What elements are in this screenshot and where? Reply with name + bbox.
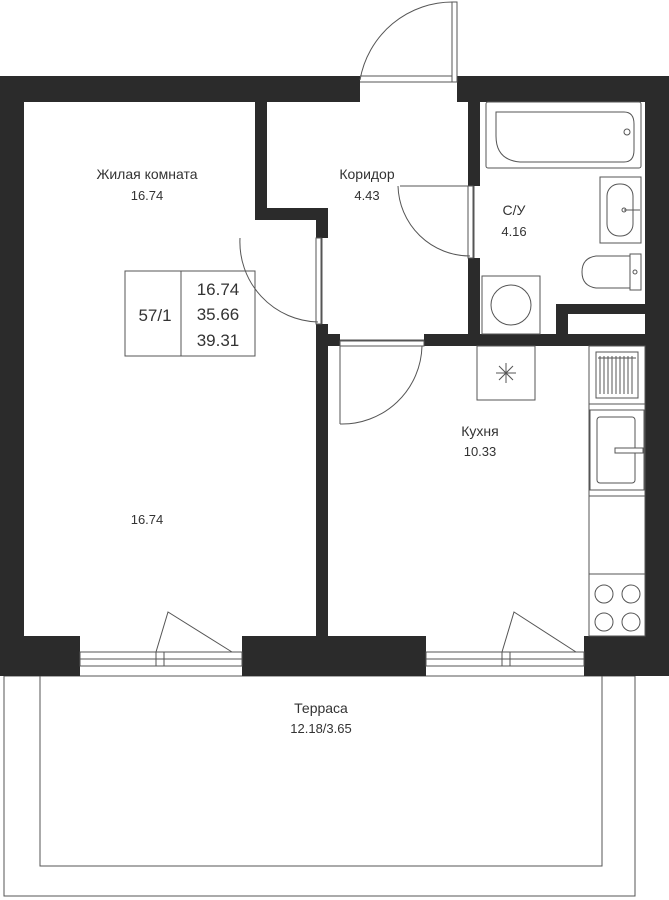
bathroom-area: 4.16 (501, 224, 526, 239)
bath-niche-side (556, 304, 568, 346)
total-with-terrace-value: 39.31 (197, 331, 240, 350)
cooktop-burner (621, 612, 641, 632)
partition-corridor-kitchen-right (424, 334, 669, 346)
partition-bath-upper (468, 102, 480, 186)
terrace-name: Терраса (294, 700, 348, 716)
ventilation-shaft (476, 345, 536, 401)
washing-machine-drum (490, 284, 532, 326)
cooktop (594, 584, 641, 632)
partition-living-corridor-upper (255, 102, 267, 220)
toilet-tank (629, 253, 642, 291)
cooktop-burner (594, 612, 614, 632)
living-room-door-swing (239, 237, 319, 323)
fridge-grille (595, 351, 639, 399)
right-wall (645, 76, 669, 676)
entrance-door-swing (359, 1, 455, 81)
bathtub-inner (495, 111, 635, 163)
total-area-value: 35.66 (197, 305, 240, 324)
toilet-bowl (581, 255, 631, 289)
kitchen-area: 10.33 (464, 444, 497, 459)
living-room-door (239, 237, 323, 325)
area-summary-box: 57/1 16.74 35.66 39.31 (124, 270, 256, 357)
bottom-wall-middle (242, 636, 426, 676)
bathtub-outer (485, 101, 642, 169)
partition-corridor-step-down (316, 208, 328, 238)
partition-corridor-step (255, 208, 328, 220)
washing-machine-body (481, 275, 541, 335)
kitchen-name: Кухня (461, 423, 498, 439)
corridor-area: 4.43 (354, 188, 379, 203)
living-room-center-area: 16.74 (131, 512, 164, 527)
bathroom-name: С/У (503, 202, 526, 218)
cooktop-burner (594, 584, 614, 604)
kitchen-door (339, 339, 425, 425)
kitchen-door-swing (339, 345, 423, 425)
window-living (79, 611, 243, 667)
living-room-door-leaf (315, 237, 322, 325)
terrace-area: 12.18/3.65 (290, 721, 351, 736)
corridor-name: Коридор (339, 166, 395, 182)
left-wall (0, 76, 24, 676)
bottom-wall-right (584, 636, 669, 676)
living-room-area: 16.74 (131, 188, 164, 203)
bathroom-door (397, 185, 475, 259)
living-area-value: 16.74 (197, 280, 240, 299)
toilet (581, 253, 642, 291)
window-kitchen (425, 611, 585, 667)
kitchen-sink (589, 409, 645, 491)
cooktop-burner (621, 584, 641, 604)
bathroom-door-leaf (467, 185, 474, 259)
window-living-sash (155, 611, 233, 653)
area-summary-frame (124, 270, 256, 357)
partition-corridor-kitchen-left (316, 334, 340, 346)
entrance-door (359, 1, 458, 83)
partition-living-kitchen (316, 324, 328, 636)
bathroom-door-swing (397, 185, 471, 257)
bath-niche-top (556, 304, 669, 314)
apartment-number: 57/1 (138, 306, 171, 325)
kitchen-door-leaf (339, 340, 425, 347)
top-wall-left (0, 76, 360, 102)
living-room-name: Жилая комната (96, 166, 197, 182)
partition-bath-lower (468, 258, 480, 346)
bathtub (485, 101, 642, 169)
bathroom-sink (599, 176, 642, 244)
walls (0, 76, 669, 676)
window-kitchen-sash (501, 611, 577, 653)
washing-machine (481, 275, 541, 335)
top-wall-right (457, 76, 669, 102)
bottom-wall-left (0, 636, 80, 676)
entrance-door-leaf (451, 1, 458, 83)
